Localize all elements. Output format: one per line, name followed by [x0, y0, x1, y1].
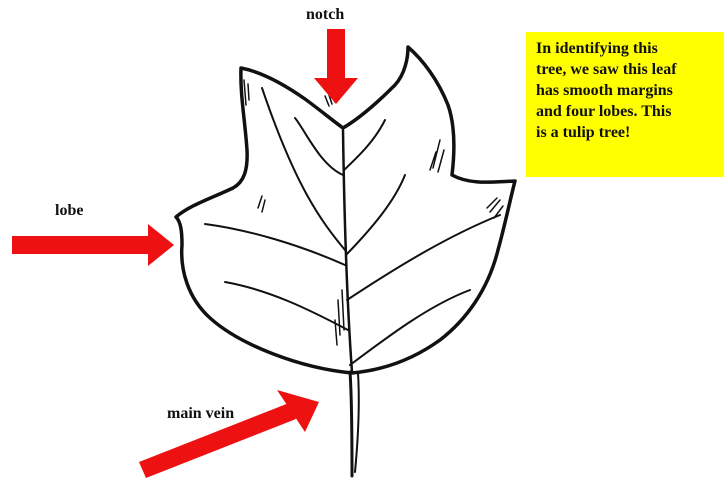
shading	[430, 140, 444, 172]
shading	[258, 196, 265, 212]
identification-note: In identifying this tree, we saw this le…	[526, 32, 724, 177]
note-line: tree, we saw this leaf	[536, 59, 720, 80]
note-line: has smooth margins	[536, 80, 720, 101]
stem-edge	[355, 373, 359, 472]
main-vein-arrow	[139, 390, 319, 478]
lateral-vein	[346, 175, 405, 255]
note-line: and four lobes. This	[536, 101, 720, 122]
lateral-vein	[344, 120, 385, 170]
lateral-vein	[295, 118, 343, 175]
lobe-label: lobe	[55, 202, 83, 220]
lateral-vein	[225, 282, 348, 330]
lateral-vein	[205, 224, 345, 265]
stem	[350, 372, 352, 476]
main-vein-label: main vein	[167, 405, 234, 423]
notch-label: notch	[306, 6, 344, 24]
note-line: is a tulip tree!	[536, 122, 720, 143]
note-line: In identifying this	[536, 38, 720, 59]
notch-arrow	[314, 29, 358, 104]
lobe-arrow	[12, 224, 174, 266]
shading	[335, 290, 344, 345]
shading	[244, 80, 249, 105]
